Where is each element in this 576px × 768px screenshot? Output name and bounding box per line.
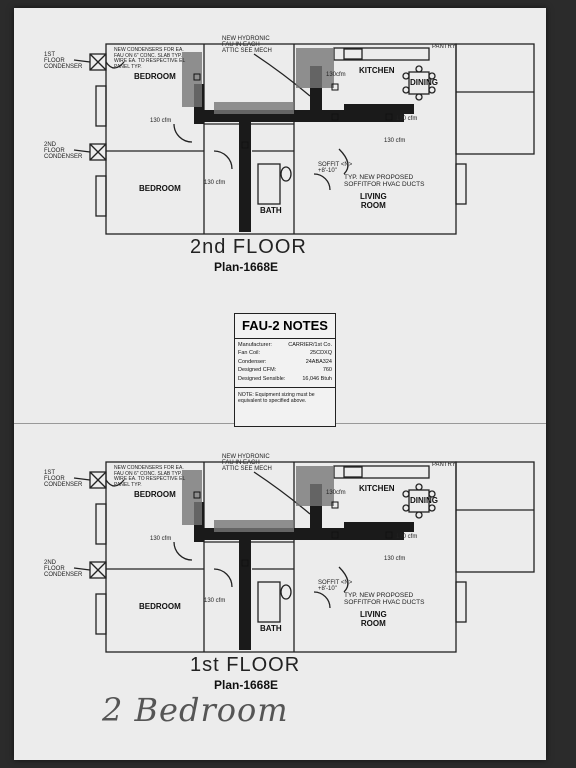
room-bedroom-lower: BEDROOM <box>139 602 181 611</box>
fau-notes-row: Manufacturer: CARRIER/1st Co. <box>235 339 335 348</box>
room-dining: DINING <box>410 496 438 505</box>
room-kitchen: KITCHEN <box>359 484 395 493</box>
fau-notes-row: Designed CFM: 760 <box>235 365 335 374</box>
room-kitchen: KITCHEN <box>359 66 395 75</box>
cfm-label-2: 130 cfm <box>204 180 226 186</box>
fau-notes-label: Designed Sensible: <box>238 375 286 382</box>
proposed-soffit-note: TYP. NEW PROPOSED SOFFITFOR HVAC DUCTS <box>344 592 425 606</box>
cfm-label-4: 130 cfm <box>384 556 406 562</box>
hydronic-note: NEW HYDRONIC FAU IN EACH ATTIC SEE MECH <box>222 454 272 472</box>
fau-notes-label: Fan Coil: <box>238 350 261 357</box>
room-bedroom-lower: BEDROOM <box>139 184 181 193</box>
soffit-note: SOFFIT <N> +8'-10" <box>318 580 353 592</box>
floor-plan-drawing <box>73 43 535 235</box>
room-pantry: PANTRY <box>432 44 456 50</box>
floor-title: 1st FLOOR <box>190 654 301 676</box>
condensers-note: NEW CONDENSERS FOR EA. FAU ON 6" CONC. S… <box>114 47 186 70</box>
floor-title: 2nd FLOOR <box>190 236 307 258</box>
fau-notes-row: Fan Coil: 25CDXQ <box>235 348 335 357</box>
cfm-label-1: 130 cfm <box>150 536 172 542</box>
fau-notes-label: Condenser: <box>238 358 267 365</box>
room-bath: BATH <box>260 624 282 633</box>
cfm-label-3: 130 cfm <box>396 116 418 122</box>
soffit-hatch <box>182 48 334 114</box>
floor-plan-drawing <box>73 461 535 653</box>
proposed-soffit-note: TYP. NEW PROPOSED SOFFITFOR HVAC DUCTS <box>344 174 425 188</box>
floor-plan: BEDROOM BEDROOM KITCHEN DINING LIVING RO… <box>14 14 546 274</box>
room-pantry: PANTRY <box>432 462 456 468</box>
hvac-duct <box>194 484 414 650</box>
cfm-label-5: 130cfm <box>326 490 346 496</box>
room-bath: BATH <box>260 206 282 215</box>
plan-name: Plan-1668E <box>214 678 279 692</box>
room-bedroom-upper: BEDROOM <box>134 72 176 81</box>
fau-notes-value: 16,046 Btuh <box>302 375 332 382</box>
condenser-label-2: 2ND FLOOR CONDENSER <box>44 142 83 160</box>
cfm-label-5: 130cfm <box>326 72 346 78</box>
room-living: LIVING ROOM <box>360 192 387 210</box>
handwritten-note: 2 Bedroom <box>102 691 289 729</box>
soffit-note: SOFFIT <N> +8'-10" <box>318 162 353 174</box>
fau-notes-value: 25CDXQ <box>309 350 332 357</box>
condensers-note: NEW CONDENSERS FOR EA. FAU ON 6" CONC. S… <box>114 465 186 488</box>
cfm-label-3: 130 cfm <box>396 534 418 540</box>
fau-notes-value: 24ABA324 <box>305 358 332 365</box>
condenser-label-1: 1ST FLOOR CONDENSER <box>44 52 83 70</box>
fau-notes-row: Condenser: 24ABA324 <box>235 356 335 365</box>
fau-notes-value: 760 <box>322 367 332 374</box>
floor-plan: BEDROOM BEDROOM KITCHEN DINING LIVING RO… <box>14 432 546 692</box>
fau-notes-row: Designed Sensible: 16,046 Btuh <box>235 373 335 382</box>
fau-notes-title: FAU-2 NOTES <box>235 314 335 339</box>
fau-notes-rows: Manufacturer: CARRIER/1st Co. Fan Coil: 25C… <box>235 339 335 382</box>
fau-notes-footnote: NOTE: Equipment sizing must be equivalen… <box>235 386 335 408</box>
cfm-label-1: 130 cfm <box>150 118 172 124</box>
soffit-hatch <box>182 466 334 532</box>
fau-notes-value: CARRIER/1st Co. <box>288 341 332 348</box>
blueprint-sheet: BEDROOM BEDROOM KITCHEN DINING LIVING RO… <box>14 8 546 760</box>
plan-name: Plan-1668E <box>214 260 279 274</box>
fau-notes-box: FAU-2 NOTES Manufacturer: CARRIER/1st Co.… <box>234 313 336 427</box>
condenser-label-2: 2ND FLOOR CONDENSER <box>44 560 83 578</box>
room-living: LIVING ROOM <box>360 610 387 628</box>
fau-notes-label: Designed CFM: <box>238 367 277 374</box>
second-floor-section: BEDROOM BEDROOM KITCHEN DINING LIVING RO… <box>14 14 546 284</box>
cfm-label-2: 130 cfm <box>204 598 226 604</box>
hydronic-note: NEW HYDRONIC FAU IN EACH ATTIC SEE MECH <box>222 36 272 54</box>
room-dining: DINING <box>410 78 438 87</box>
cfm-label-4: 130 cfm <box>384 138 406 144</box>
condenser-label-1: 1ST FLOOR CONDENSER <box>44 470 83 488</box>
fau-notes-label: Manufacturer: <box>238 341 272 348</box>
first-floor-section: BEDROOM BEDROOM KITCHEN DINING LIVING RO… <box>14 432 546 702</box>
room-bedroom-upper: BEDROOM <box>134 490 176 499</box>
